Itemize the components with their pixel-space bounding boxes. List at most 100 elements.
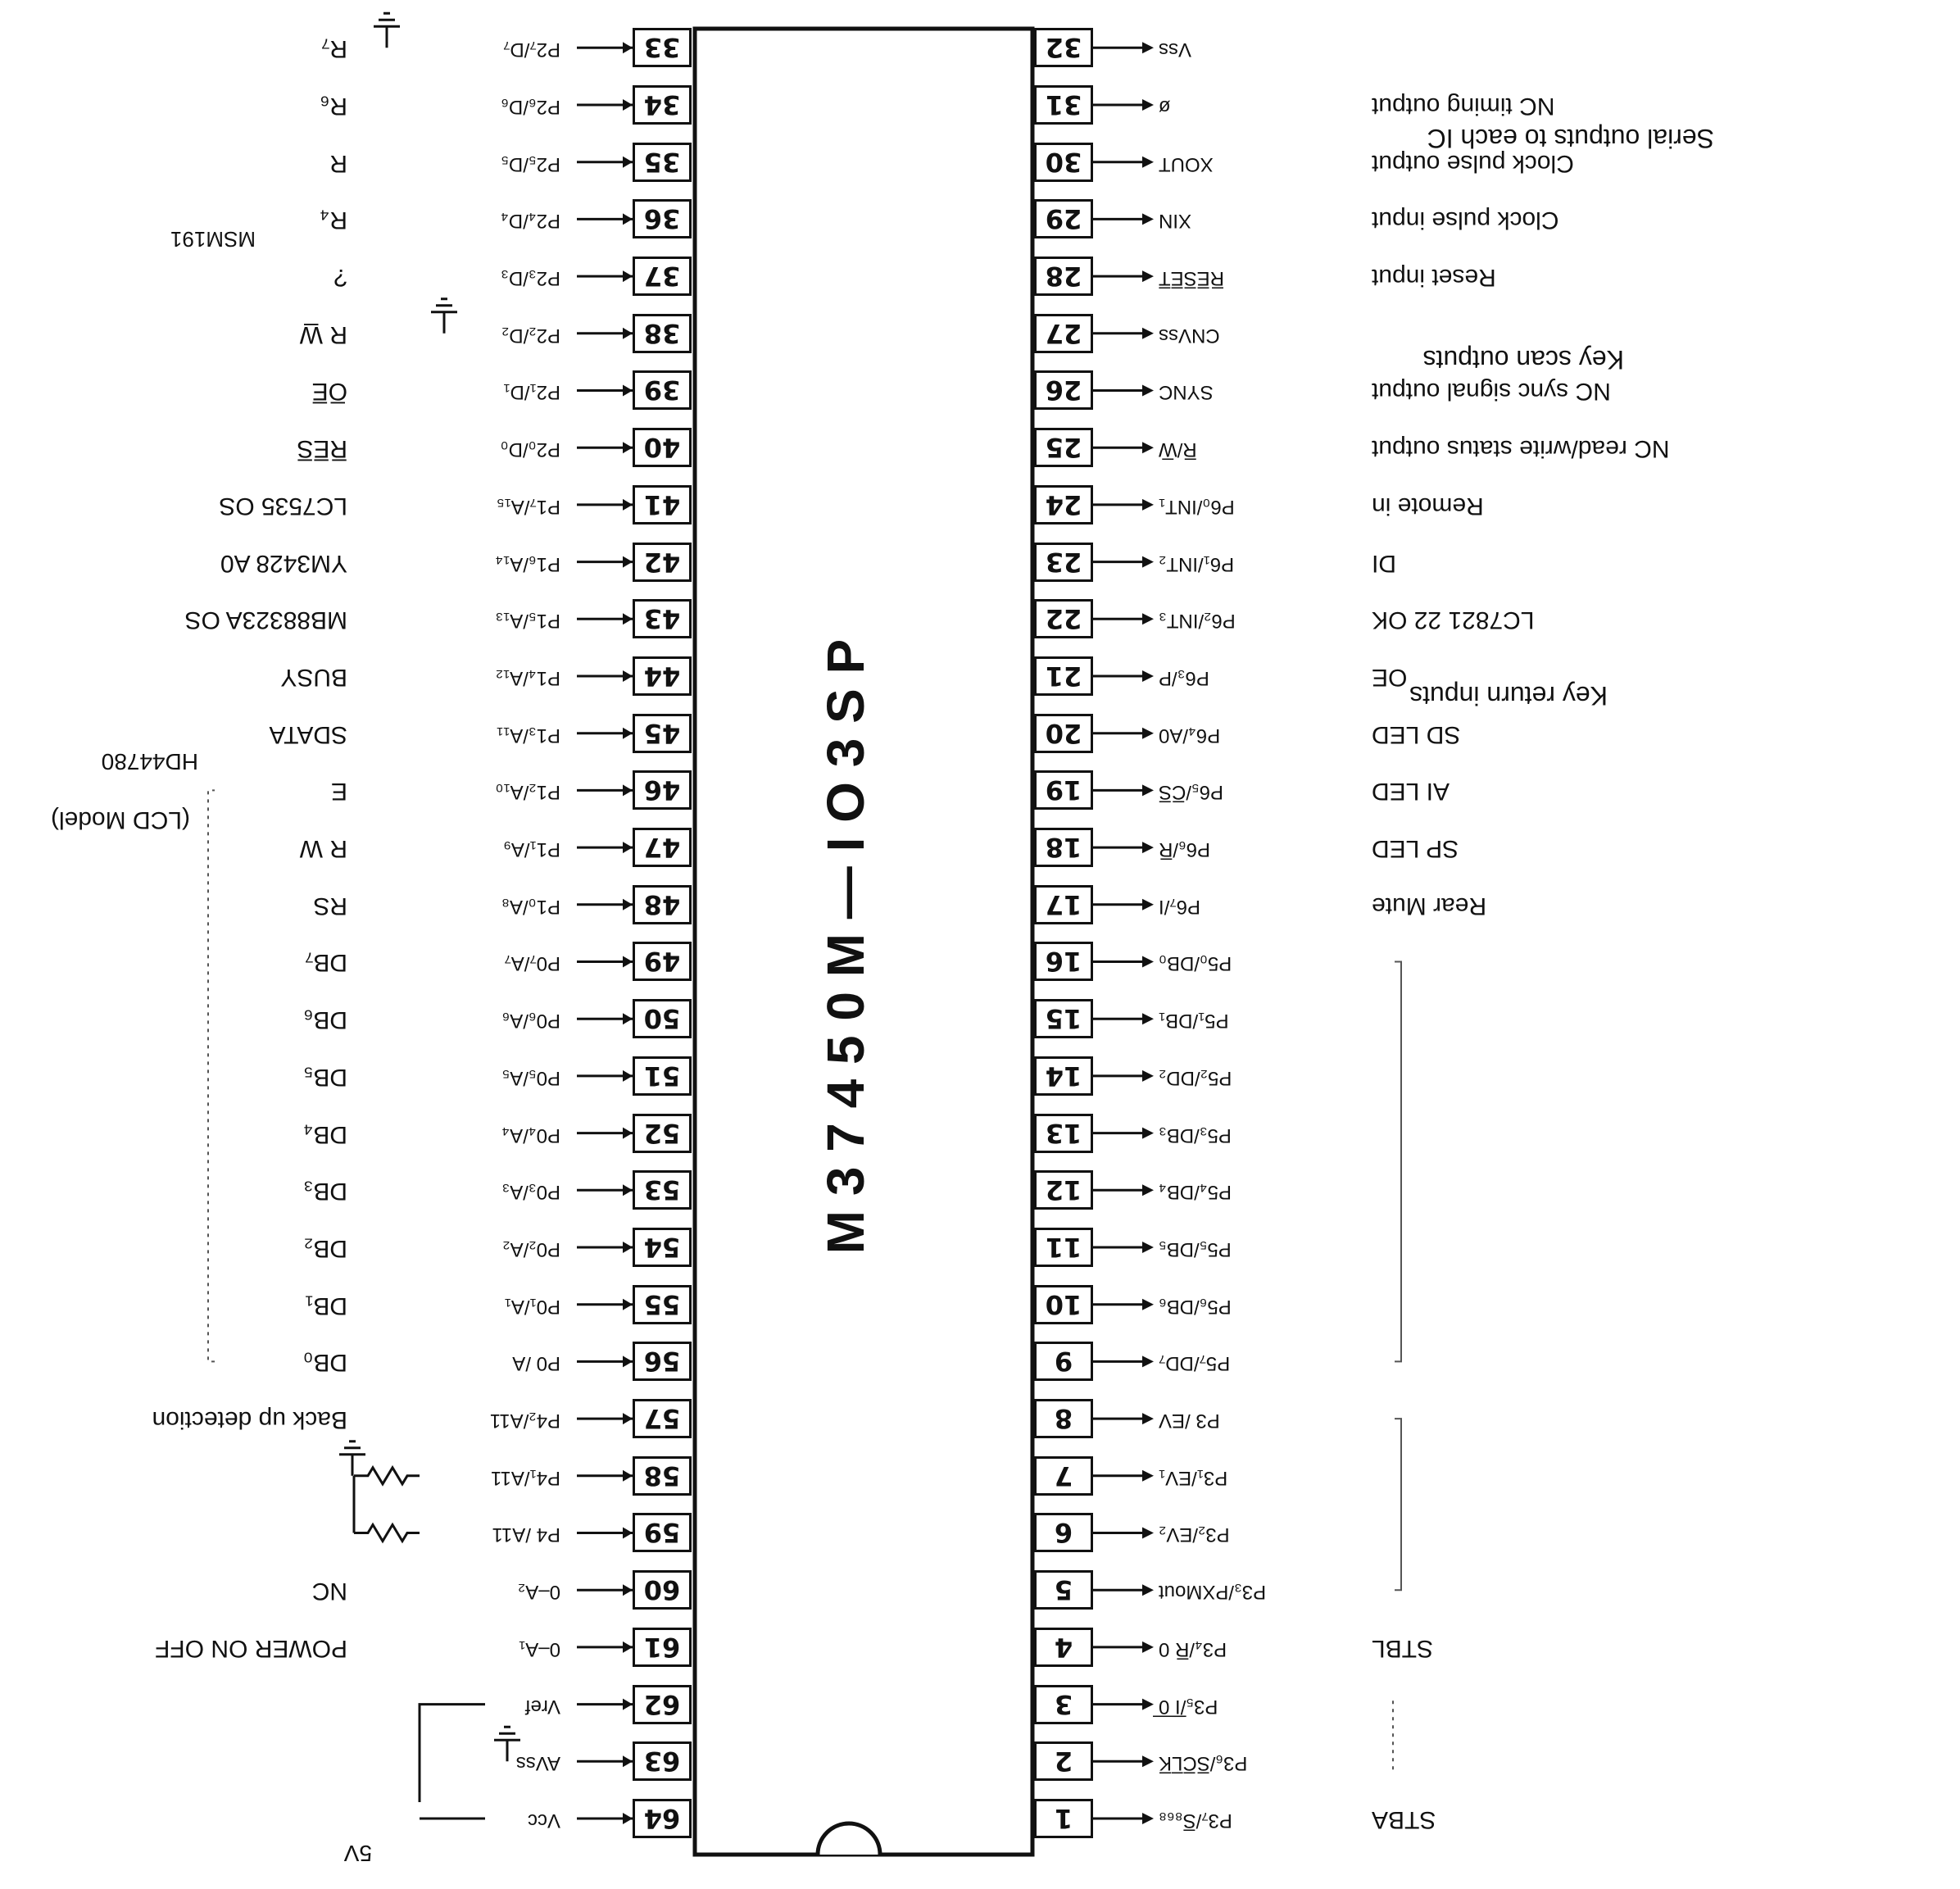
pin-signal-label: P1₁/A₉	[503, 838, 560, 861]
pin-arrow	[623, 1413, 633, 1425]
pin-signal-label: P3₅/̅I̅ ̅0̅	[1159, 1695, 1218, 1718]
pin-number: 2	[1034, 1741, 1093, 1782]
pin-arrow	[1142, 1527, 1154, 1539]
pin-arrow	[623, 1127, 633, 1139]
pin-signal-label: P2₄/D₄	[501, 210, 560, 233]
pin-number: 9	[1034, 1342, 1093, 1382]
pin-signal-label: P5₄/DB₄	[1159, 1181, 1232, 1204]
resistor-icon	[354, 1464, 420, 1487]
pin-arrow	[623, 1584, 633, 1596]
pin-number: 8	[1034, 1399, 1093, 1439]
pin-arrow	[623, 327, 633, 339]
pin-number: 26	[1034, 370, 1093, 411]
pin-number: 39	[633, 370, 692, 411]
pin-function-label: Remote in	[1372, 492, 1484, 520]
ground-icon	[494, 1725, 520, 1762]
pin-signal-label: Vss	[1159, 39, 1192, 61]
pin-number: 35	[633, 142, 692, 182]
pin-signal-label: P6₇/I	[1159, 895, 1200, 918]
pin-arrow	[1142, 270, 1154, 283]
pin-signal-label: P6₆/R̅	[1159, 838, 1211, 861]
pin-arrow	[623, 1069, 633, 1082]
pin-arrow	[623, 1184, 633, 1197]
pin-number: 7	[1034, 1455, 1093, 1496]
pin-number: 38	[633, 313, 692, 353]
pin-arrow	[623, 270, 633, 283]
pin-signal-label: P1₇/A₁₅	[496, 495, 560, 518]
pin-signal-label: P1₅/A₁₃	[495, 610, 560, 633]
pin-function-label: O̅E̅	[311, 378, 347, 406]
pin-function-label: DB₁	[305, 1292, 347, 1319]
pin-arrow	[623, 613, 633, 625]
group-key-return: Key return inputs	[1409, 681, 1608, 711]
pin-arrow	[1142, 384, 1154, 397]
pin-arrow	[1142, 1242, 1154, 1253]
pin-arrow	[623, 842, 633, 854]
pin-function-label: DB₄	[303, 1120, 347, 1148]
pin-number: 40	[633, 428, 692, 468]
pin-function-label: R₇	[321, 35, 347, 63]
pin-function-label: YM3428 A0	[220, 549, 347, 577]
pin-arrow	[1142, 1469, 1154, 1482]
pin-function-label: E	[330, 778, 347, 806]
pin-number: 15	[1034, 999, 1093, 1039]
pin-signal-label: P0₄/A₄	[501, 1124, 560, 1147]
pin-arrow	[623, 1527, 633, 1539]
pin-signal-label: P2₁/D₁	[503, 381, 560, 404]
group-lcd-model: (LCD Model)	[50, 806, 190, 833]
pin-number: 27	[1034, 313, 1093, 353]
pin-number: 32	[1034, 28, 1093, 68]
pin-function-label: DB₆	[303, 1006, 347, 1034]
pin-signal-label: P6₅/C̅S̅	[1159, 781, 1224, 804]
pin-function-label: BUSY	[280, 664, 347, 691]
pin-number: 12	[1034, 1170, 1093, 1210]
pin-number: 13	[1034, 1113, 1093, 1153]
pin-signal-label: P3₇/S̅₈₆₈	[1159, 1810, 1232, 1832]
pin-arrow	[623, 956, 633, 968]
pin-signal-label: SYNC	[1159, 381, 1214, 404]
pin-number: 19	[1034, 770, 1093, 811]
pin-signal-label: AVss	[515, 1752, 560, 1775]
pin-function-label: STBA	[1372, 1806, 1436, 1833]
pin-signal-label: P6₃/P	[1159, 667, 1209, 689]
pin-arrow	[1142, 213, 1154, 225]
pin-arrow	[623, 670, 633, 682]
pin-signal-label: P5₅/DB₅	[1159, 1238, 1232, 1260]
pin-arrow	[1142, 1069, 1154, 1082]
chip-notch	[815, 1821, 882, 1855]
pin-arrow	[1142, 498, 1154, 511]
pin-arrow	[1142, 1127, 1154, 1139]
pin-signal-label: P5₆/DB₆	[1159, 1295, 1232, 1318]
pin-number: 6	[1034, 1513, 1093, 1553]
pin-signal-label: P3 /EV	[1159, 1410, 1220, 1433]
pin-signal-label: P2₅/D₅	[501, 152, 560, 175]
pin-number: 14	[1034, 1056, 1093, 1096]
pin-arrow	[623, 898, 633, 910]
pin-signal-label: R̅/W̅	[1159, 438, 1197, 461]
pin-number: 25	[1034, 428, 1093, 468]
pin-signal-label: P0₅/A₅	[501, 1066, 560, 1089]
pin-arrow	[623, 556, 633, 568]
pin-function-label: DB₀	[302, 1349, 347, 1377]
pin-function-label: DI	[1372, 549, 1396, 577]
pin-number: 24	[1034, 484, 1093, 524]
pin-number: 31	[1034, 85, 1093, 125]
pin-arrow	[623, 1755, 633, 1768]
pin-function-label: DB₃	[303, 1178, 347, 1206]
pin-function-label: R₆	[320, 93, 347, 120]
pin-signal-label: P0 /A	[512, 1352, 560, 1375]
pin-arrow	[1142, 1698, 1154, 1710]
pin-arrow	[623, 156, 633, 168]
pin-signal-label: P3₆/S̅C̅L̅K̅	[1159, 1752, 1248, 1775]
pin-number: 59	[633, 1513, 692, 1553]
pin-function-label: SD LED	[1372, 720, 1461, 748]
pin-arrow	[1142, 1755, 1154, 1768]
pin-function-label: AI LED	[1372, 778, 1450, 806]
pin-signal-label: P5₀/DB₀	[1159, 952, 1232, 975]
pin-number: 5	[1034, 1570, 1093, 1610]
pin-number: 22	[1034, 599, 1093, 639]
pin-number: 62	[633, 1684, 692, 1724]
pin-number: 61	[633, 1627, 692, 1667]
